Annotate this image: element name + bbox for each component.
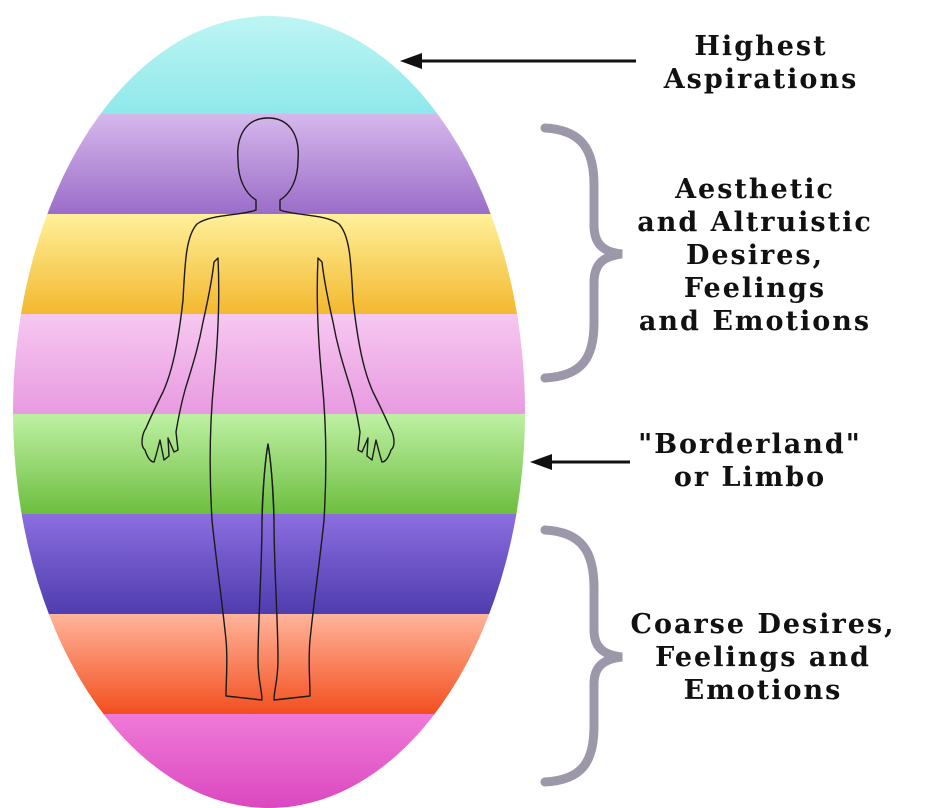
aura-band-green	[10, 414, 530, 515]
arrow-highest-head	[400, 53, 422, 69]
label-line: Feelings and	[600, 641, 926, 674]
aura-band-lavender	[10, 114, 530, 215]
label-aesthetic-desires: Aesthetic and Altruistic Desires, Feelin…	[600, 173, 910, 338]
label-line: Aesthetic	[600, 173, 910, 206]
aura-band-pink	[10, 314, 530, 415]
label-line: and Emotions	[600, 305, 910, 338]
aura-band-yellow	[10, 214, 530, 315]
label-line: Emotions	[600, 674, 926, 707]
aura-band-orange	[10, 614, 530, 715]
label-line: Aspirations	[636, 63, 886, 96]
aura-band-indigo	[10, 514, 530, 615]
label-highest-aspirations: Highest Aspirations	[636, 30, 886, 96]
label-line: Highest	[636, 30, 886, 63]
aura-band-cyan	[10, 0, 530, 115]
label-line: and Altruistic	[600, 206, 910, 239]
label-line: Coarse Desires,	[600, 608, 926, 641]
aura-band-magenta	[10, 714, 530, 808]
label-borderland: "Borderland" or Limbo	[620, 428, 880, 494]
label-line: "Borderland"	[620, 428, 880, 461]
aura-color-bands	[10, 0, 530, 808]
label-line: Feelings	[600, 272, 910, 305]
label-line: or Limbo	[620, 461, 880, 494]
arrow-borderland-head	[530, 454, 552, 470]
label-coarse-desires: Coarse Desires, Feelings and Emotions	[600, 608, 926, 707]
label-line: Desires,	[600, 239, 910, 272]
